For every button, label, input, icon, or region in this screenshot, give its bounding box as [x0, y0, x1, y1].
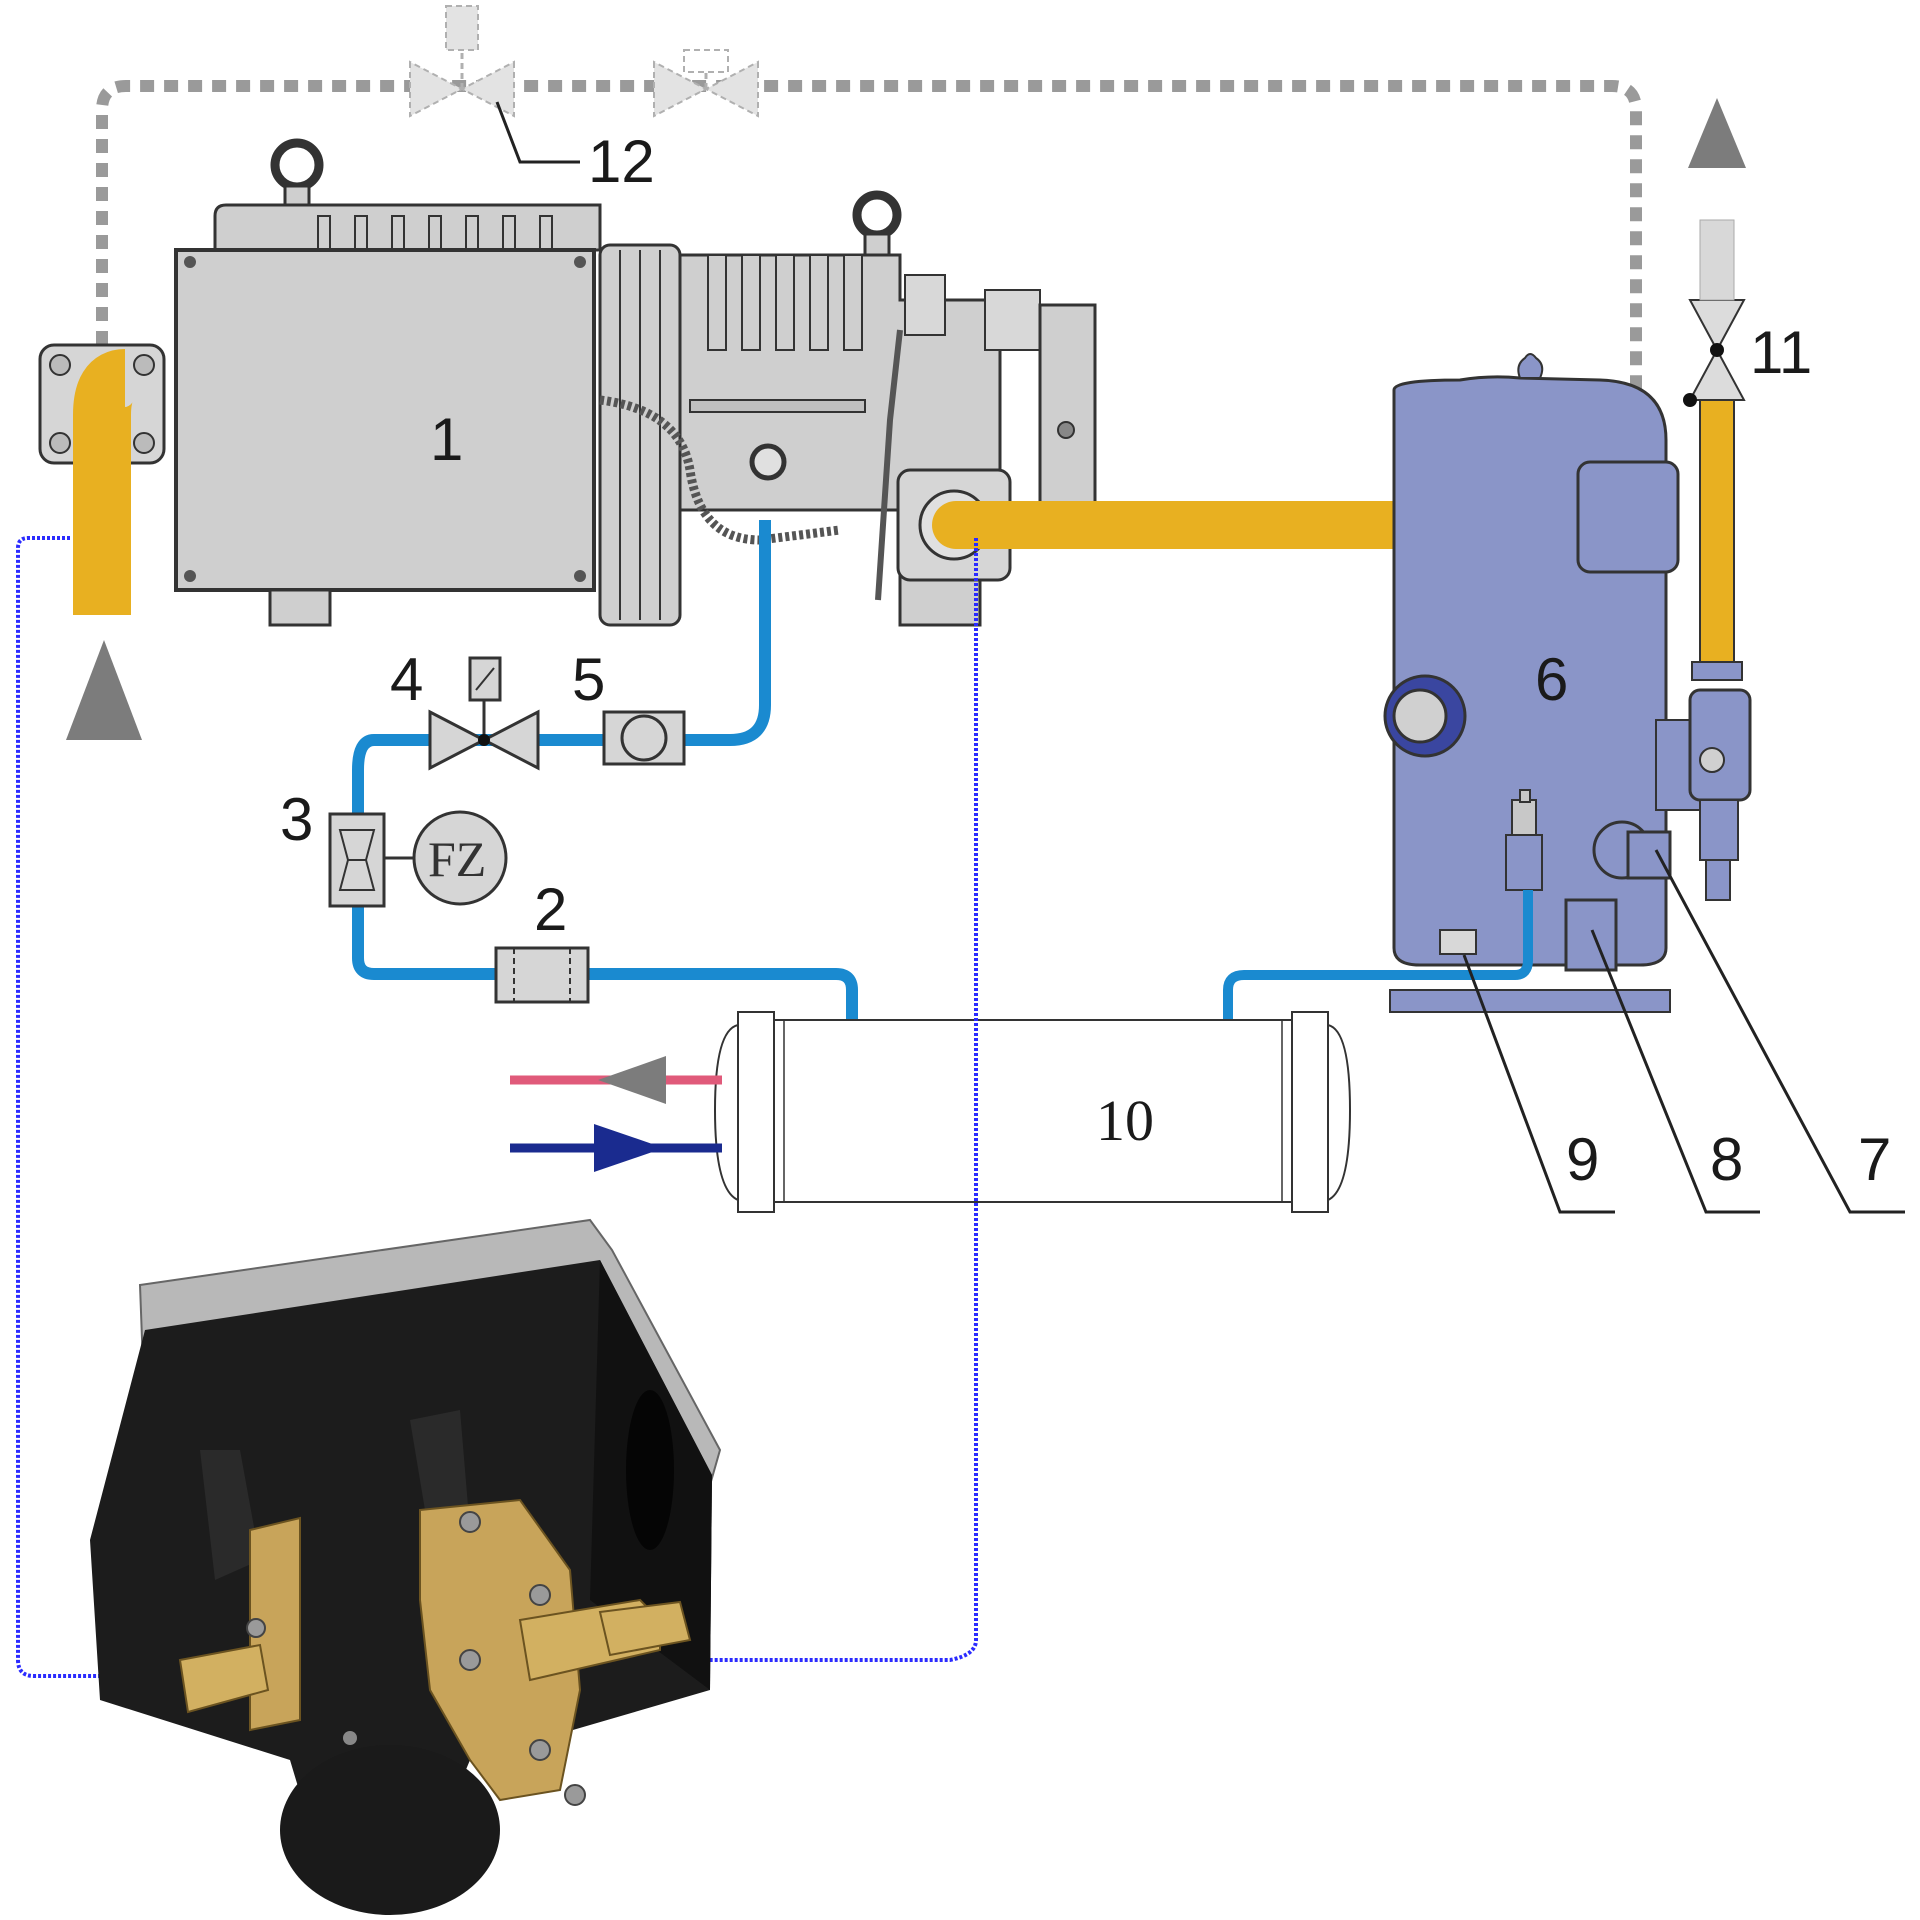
oil-pressure-sensing-line — [700, 538, 978, 1662]
label-1: 1 — [430, 406, 463, 473]
leader-line-7 — [1654, 849, 1905, 1214]
gas-equalizing-line — [96, 80, 1642, 440]
shutoff-valve-11 — [1683, 219, 1746, 407]
suction-pressure-sensing-line — [16, 536, 182, 1678]
label-4: 4 — [390, 646, 423, 713]
suction-flow-arrow — [66, 640, 142, 740]
separator-oil-outlet — [1223, 890, 1533, 1030]
label-8: 8 — [1710, 1126, 1743, 1193]
water-inlet-arrow — [594, 1124, 664, 1172]
dashed-line-valve-2 — [653, 49, 759, 118]
dashed-line-valve-1 — [409, 5, 515, 118]
leader-line-9 — [1462, 954, 1615, 1214]
sight-glass-5 — [602, 710, 686, 766]
label-7: 7 — [1858, 1126, 1891, 1193]
vent-flow-arrow — [1688, 98, 1746, 168]
label-3: 3 — [280, 786, 313, 853]
oil-separator-vessel — [1383, 353, 1752, 1013]
label-11: 11 — [1750, 319, 1812, 386]
vent-pipe-fitting — [1691, 661, 1743, 681]
oil-flow-switch-3 — [328, 810, 508, 908]
label-5: 5 — [572, 646, 605, 713]
leader-line-8 — [1590, 929, 1760, 1214]
vent-pipe — [1699, 399, 1735, 681]
label-9: 9 — [1566, 1126, 1599, 1193]
label-10: 10 — [1096, 1088, 1154, 1153]
label-12: 12 — [588, 128, 655, 195]
flow-switch-fz-text: FZ — [428, 831, 486, 887]
label-6: 6 — [1535, 646, 1568, 713]
differential-pressure-switch — [90, 1218, 722, 1915]
oil-cooler-10 — [713, 1011, 1352, 1213]
water-outlet-arrow — [598, 1056, 666, 1104]
oil-filter-2 — [494, 946, 590, 1004]
solenoid-valve-4 — [428, 656, 540, 771]
screw-compressor — [38, 138, 1097, 627]
leader-line-12 — [495, 101, 580, 164]
label-2: 2 — [534, 876, 567, 943]
suction-pipe — [73, 349, 134, 615]
